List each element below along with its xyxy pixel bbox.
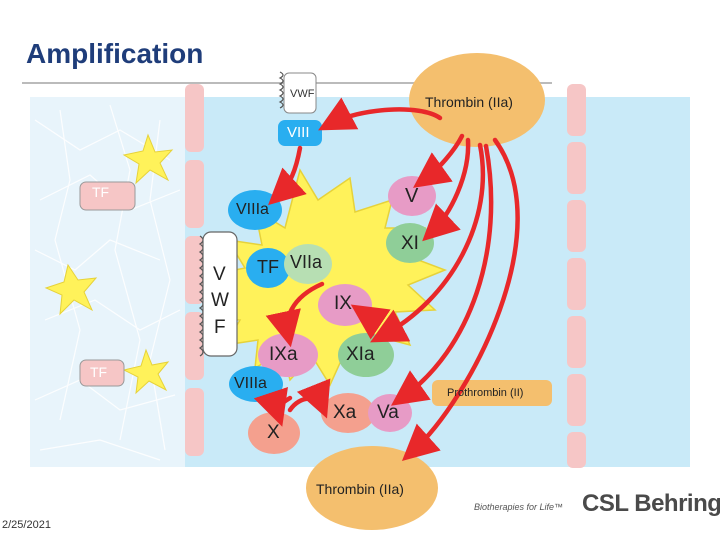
vwf-letter-v: V xyxy=(213,264,226,285)
reaction-arrows xyxy=(253,97,520,462)
thrombin-top-label: Thrombin (IIa) xyxy=(425,94,513,110)
small-platelets xyxy=(44,133,174,395)
arrow-viii-to-viiia xyxy=(268,145,307,206)
thrombin-bottom-shape xyxy=(306,446,438,530)
tf-lower-label: TF xyxy=(90,364,108,380)
viiia-bottom-label: VIIIa xyxy=(234,375,267,392)
left-membrane xyxy=(185,84,204,456)
right-membrane xyxy=(567,84,586,468)
arrow-thrombin-to-va xyxy=(390,143,494,406)
xa-circle xyxy=(321,393,375,433)
v-label: V xyxy=(405,185,419,207)
arrow-thrombin-to-xi xyxy=(422,137,471,242)
vwf-center-stack xyxy=(198,231,238,357)
tf-upper-label: TF xyxy=(92,184,110,200)
tf-center-circle xyxy=(246,248,290,288)
slide-date: 2/25/2021 xyxy=(2,519,51,531)
logo-tagline: Biotherapies for Life™ xyxy=(474,502,564,512)
va-label: Va xyxy=(377,402,399,423)
arrow-viiia-to-x xyxy=(253,386,293,427)
viiia-top-label: VIIIa xyxy=(236,201,269,218)
vwf-top-label: VWF xyxy=(290,88,315,100)
arrow-x-to-xa xyxy=(287,378,331,419)
prothrombin-label: Prothrombin (II) xyxy=(447,387,524,399)
viii-box xyxy=(278,120,322,146)
xia-circle xyxy=(338,333,394,377)
arrow-xia-to-ix xyxy=(350,304,391,340)
logo-brand: CSL Behring xyxy=(582,490,720,517)
tf-lower-box xyxy=(79,359,125,387)
viia-label: VIIa xyxy=(290,252,323,272)
xa-label: Xa xyxy=(333,402,357,423)
vwf-top-marker xyxy=(278,71,317,114)
thrombin-top-shape xyxy=(409,53,545,147)
tf-center-label: TF xyxy=(257,257,279,277)
ixa-label: IXa xyxy=(269,344,298,365)
viii-label: VIII xyxy=(287,124,310,141)
slide-title: Amplification xyxy=(26,38,204,69)
thrombin-bottom-label: Thrombin (IIa) xyxy=(316,481,404,497)
arrow-thrombin-to-v xyxy=(413,133,465,188)
xia-label: XIa xyxy=(346,344,375,365)
arrow-thrombin-to-xia xyxy=(370,142,486,343)
xi-circle xyxy=(386,223,434,263)
ix-label: IX xyxy=(334,293,352,314)
arrow-thrombin-to-viii xyxy=(318,97,443,131)
xi-label: XI xyxy=(401,233,419,254)
vwf-letter-w: W xyxy=(211,290,229,311)
arrow-prothrombin-to-thrombin xyxy=(401,137,520,462)
arrow-viia-to-ixa xyxy=(265,281,325,348)
tf-upper-box xyxy=(79,181,136,211)
viia-circle xyxy=(284,244,332,284)
x-label: X xyxy=(267,422,280,443)
vwf-letter-f: F xyxy=(214,317,226,338)
